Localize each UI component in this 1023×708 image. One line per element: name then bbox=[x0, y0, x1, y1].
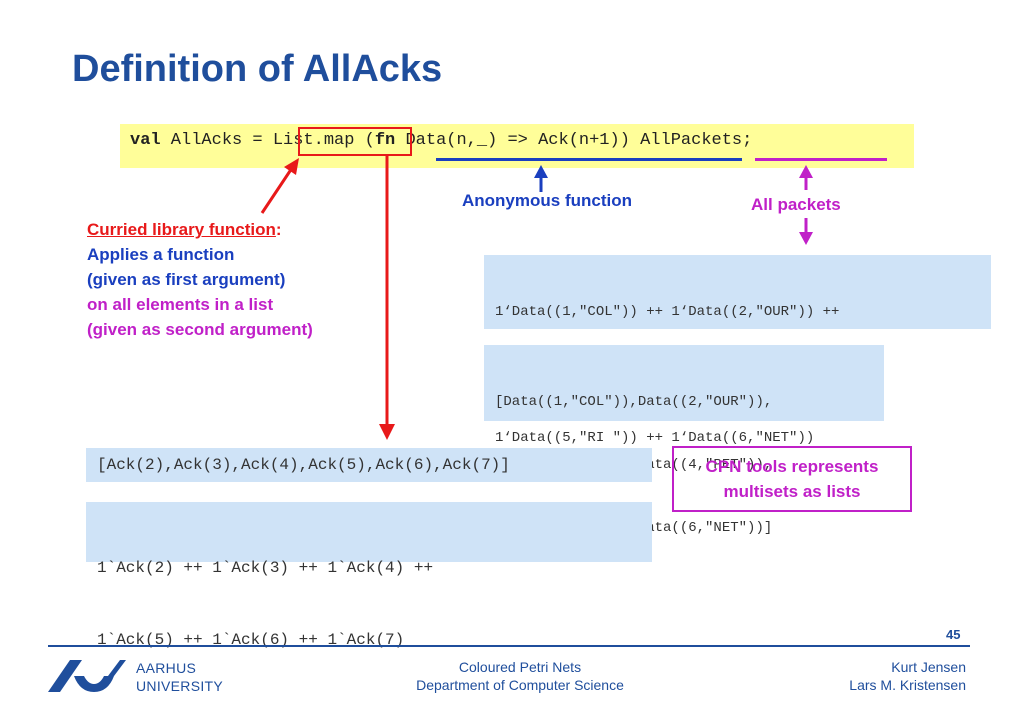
ack-multiset-line: 1`Ack(2) ++ 1`Ack(3) ++ 1`Ack(4) ++ bbox=[97, 559, 434, 577]
packets-multiset-box: 1‘Data((1,"COL")) ++ 1‘Data((2,"OUR")) +… bbox=[484, 255, 991, 446]
anonymous-function-underline bbox=[436, 158, 742, 161]
footer-divider bbox=[48, 645, 970, 647]
arrow-listmap-to-result bbox=[379, 156, 395, 440]
ack-list-text: [Ack(2),Ack(3),Ack(4),Ack(5),Ack(6),Ack(… bbox=[97, 456, 510, 474]
footer-department: Department of Computer Science bbox=[416, 677, 624, 693]
aarhus-university-logo-icon bbox=[48, 660, 126, 692]
curried-line-4: on all elements in a list bbox=[87, 295, 274, 314]
footer-author-2: Lars M. Kristensen bbox=[849, 677, 966, 693]
packets-list-line: [Data((1,"COL")),Data((2,"OUR")), bbox=[495, 394, 773, 410]
keyword-val: val bbox=[130, 131, 161, 150]
curried-line-2: Applies a function bbox=[87, 245, 235, 264]
allpackets-underline bbox=[755, 158, 887, 161]
code-part1: AllAcks = bbox=[160, 131, 273, 150]
ack-list-box: [Ack(2),Ack(3),Ack(4),Ack(5),Ack(6),Ack(… bbox=[86, 448, 652, 482]
arrow-allpackets-down bbox=[799, 218, 813, 245]
ack-multiset-box: 1`Ack(2) ++ 1`Ack(3) ++ 1`Ack(4) ++ 1`Ac… bbox=[86, 502, 652, 649]
cpn-note-box: CPN tools represents multisets as lists bbox=[672, 446, 912, 512]
footer-authors: Kurt Jensen Lars M. Kristensen bbox=[790, 658, 966, 694]
curried-line-5: (given as second argument) bbox=[87, 320, 313, 339]
all-packets-label: All packets bbox=[751, 195, 841, 214]
ack-multiset-text: 1`Ack(2) ++ 1`Ack(3) ++ 1`Ack(4) ++ 1`Ac… bbox=[86, 502, 652, 700]
ack-multiset-line: 1`Ack(5) ++ 1`Ack(6) ++ 1`Ack(7) bbox=[97, 631, 405, 649]
page-number: 45 bbox=[946, 627, 961, 642]
university-name-line-1: AARHUS bbox=[136, 660, 197, 676]
university-name: AARHUS UNIVERSITY bbox=[136, 659, 223, 695]
slide-title: Definition of AllAcks bbox=[72, 48, 443, 90]
university-name-line-2: UNIVERSITY bbox=[136, 678, 224, 694]
cpn-note-line-1: CPN tools represents bbox=[705, 457, 879, 476]
packets-multiset-line: 1‘Data((1,"COL")) ++ 1‘Data((2,"OUR")) +… bbox=[495, 304, 840, 320]
code-listmap: List.map bbox=[272, 131, 355, 150]
listmap-highlight-box bbox=[298, 127, 412, 156]
footer-author-1: Kurt Jensen bbox=[891, 659, 966, 675]
curried-title-line: Curried library function: bbox=[87, 217, 313, 242]
arrow-allpackets-up bbox=[799, 165, 813, 190]
keyword-fn: fn bbox=[374, 131, 396, 150]
code-part2: ( bbox=[354, 131, 375, 150]
packets-multiset-line: 1‘Data((5,"RI ")) ++ 1‘Data((6,"NET")) bbox=[495, 430, 815, 446]
code-line: val AllAcks = List.map (fn Data(n,_) => … bbox=[130, 130, 752, 152]
arrow-anonymous-up bbox=[534, 165, 548, 192]
code-part3: Data(n,_) => Ack(n+1)) AllPackets; bbox=[395, 131, 753, 150]
packets-list-box: [Data((1,"COL")),Data((2,"OUR")), Data((… bbox=[484, 345, 884, 536]
curried-title: Curried library function bbox=[87, 220, 276, 239]
curried-colon: : bbox=[275, 220, 282, 239]
arrow-curried-to-listmap bbox=[260, 158, 299, 214]
curried-description: Curried library function: Applies a func… bbox=[87, 217, 313, 342]
curried-line-3: (given as first argument) bbox=[87, 270, 286, 289]
anonymous-function-label: Anonymous function bbox=[462, 191, 632, 210]
cpn-note-line-2: multisets as lists bbox=[723, 482, 861, 501]
footer-course: Coloured Petri Nets bbox=[458, 659, 582, 675]
footer-course-info: Coloured Petri Nets Department of Comput… bbox=[380, 658, 660, 694]
